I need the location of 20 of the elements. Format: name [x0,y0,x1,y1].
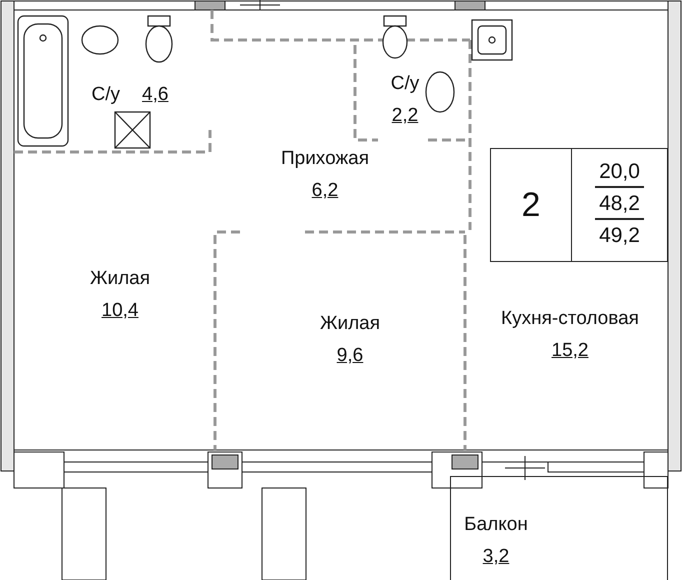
room-area: 9,6 [336,345,364,367]
room-area: 6,2 [312,180,338,202]
room-name: Балкон [464,514,528,536]
room-count: 2 [522,186,540,224]
room-area: 10,4 [102,300,138,322]
apartment-info-panel [490,148,668,262]
room-area: 15,2 [552,340,588,362]
room-name: Жилая [90,268,150,290]
room-name: С/у [390,73,420,95]
room-area: 3,2 [482,546,510,568]
room-area: 2,2 [392,105,418,127]
area-value: 48,2 [595,192,644,220]
room-name: Прихожая [280,148,370,170]
room-name: С/у [92,84,120,106]
room-name: Кухня-столовая [501,308,639,330]
balcony-outline [450,476,668,580]
area-value: 49,2 [598,224,641,249]
room-area: 4,6 [142,84,168,106]
room-name: Жилая [320,313,380,335]
area-value: 20,0 [595,160,644,188]
